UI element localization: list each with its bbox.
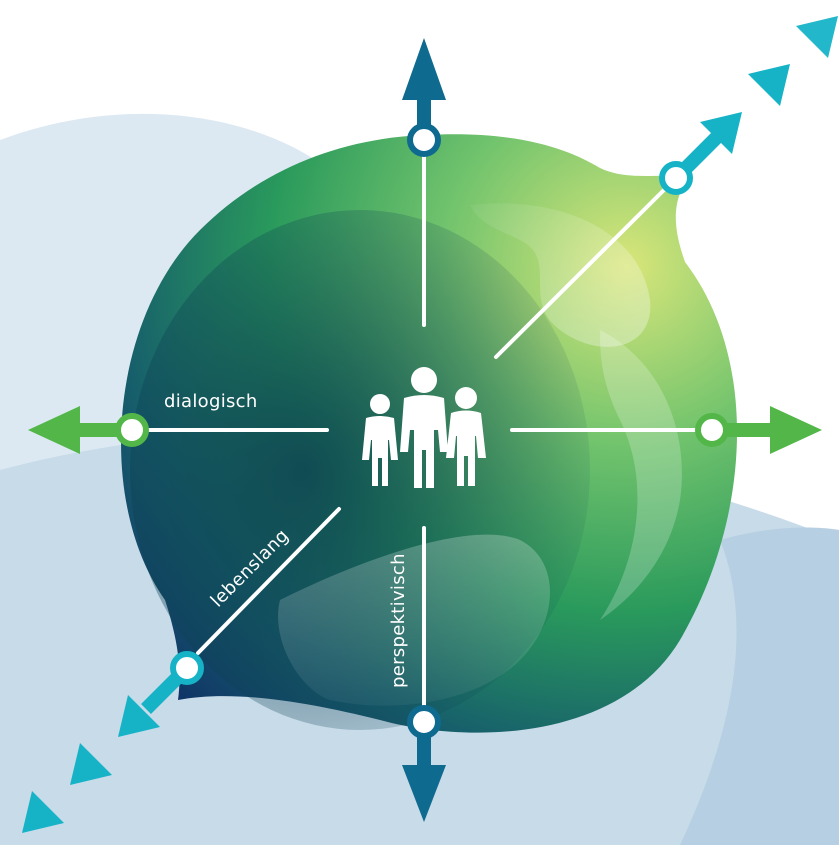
arrow-right-icon [695, 406, 822, 454]
family-icon [362, 367, 486, 488]
label-perspektivisch: perspektivisch [388, 553, 409, 688]
sphere-right-wave [600, 330, 682, 620]
label-dialogisch: dialogisch [164, 391, 258, 412]
sphere-highlight-wave [470, 203, 651, 347]
arrow-down-left-icon [22, 651, 204, 833]
spokes [144, 150, 700, 714]
arrow-left-icon [28, 406, 149, 454]
spoke-up-right [494, 180, 674, 359]
spoke-down-left [196, 507, 341, 655]
arrow-down-icon [402, 705, 446, 822]
arrow-up-icon [402, 38, 446, 157]
sphere-bottom-wave [278, 534, 550, 706]
backdrop-right [680, 527, 839, 845]
arrow-up-right-icon [659, 16, 838, 195]
